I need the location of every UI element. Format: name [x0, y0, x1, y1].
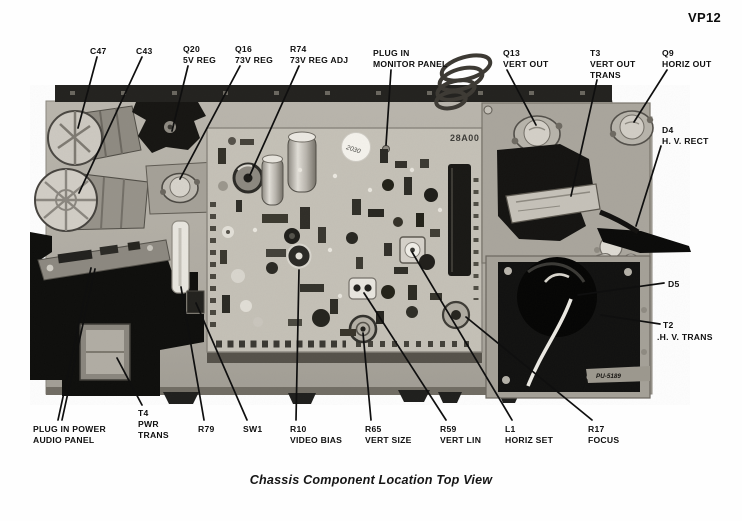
callout-monitor: PLUG IN — [373, 48, 410, 58]
callout-c47: C47 — [90, 46, 107, 56]
callout-t3-desc2: TRANS — [590, 70, 621, 80]
leader-d5 — [577, 282, 665, 296]
sticker-note-text: 2030 — [344, 144, 361, 156]
callout-t4: T4 — [138, 408, 149, 418]
leader-r59 — [363, 292, 447, 421]
leader-c43 — [78, 56, 143, 194]
model-number: VP12 — [688, 10, 721, 25]
pot-r74 — [232, 162, 264, 194]
callout-t3: T3 — [590, 48, 601, 58]
leader-t3 — [570, 79, 598, 197]
inspection-sticker: 2030 — [341, 132, 371, 162]
callout-t2: T2 — [663, 320, 674, 330]
regulator-q16 — [145, 161, 217, 215]
callout-monitor-desc: MONITOR PANEL — [373, 59, 448, 69]
spring — [434, 53, 493, 111]
pcb-heatsink-bar — [448, 164, 471, 276]
figure-caption: Chassis Component Location Top View — [250, 473, 494, 487]
leader-d4 — [635, 145, 662, 227]
callout-r59-desc: VERT LIN — [440, 435, 481, 445]
callout-d5: D5 — [668, 279, 680, 289]
leader-r74 — [249, 65, 300, 176]
callout-d4-desc: H. V. RECT — [662, 136, 709, 146]
callout-q13: Q13 — [503, 48, 520, 58]
pcb-stamp-text: 28A00 — [450, 133, 480, 143]
callout-r65-desc: VERT SIZE — [365, 435, 412, 445]
callout-t2-desc: .H. V. TRANS — [657, 332, 713, 342]
power-transformer-t4 — [79, 323, 131, 381]
callout-l1-desc: HORIZ SET — [505, 435, 554, 445]
callout-d4: D4 — [662, 125, 674, 135]
chassis-rear-rail — [55, 85, 612, 102]
right-output-plate — [481, 102, 691, 293]
callout-r10: R10 — [290, 424, 307, 434]
leader-q13 — [506, 69, 537, 126]
leader-r79 — [180, 286, 205, 421]
pcb-small-components — [218, 137, 443, 336]
leader-audio-2 — [61, 268, 96, 421]
pot-r10 — [286, 243, 312, 269]
callout-sw1: SW1 — [243, 424, 262, 434]
callout-q20-desc: 5V REG — [183, 55, 216, 65]
pcb-shadow — [207, 350, 482, 363]
callout-q16: Q16 — [235, 44, 252, 54]
callout-t3-desc: VERT OUT — [590, 59, 636, 69]
callout-r79: R79 — [198, 424, 215, 434]
monitor-panel-pcb: 2030 28A00 — [206, 127, 483, 353]
audio-panel-board — [37, 239, 171, 281]
callout-labels: VP12 C47 C43 Q20 5V REG Q16 73V REG R74 … — [33, 10, 721, 445]
pcb-electrolytic-caps — [261, 131, 317, 206]
leader-l1 — [411, 251, 513, 421]
callout-t4-desc2: TRANS — [138, 430, 169, 440]
plate-stamp-text: PU-5189 — [596, 373, 621, 380]
leader-r10 — [295, 269, 300, 421]
leader-q20 — [171, 65, 189, 132]
hv-lead-wire — [526, 298, 573, 387]
chassis-photo: 2030 28A00 — [30, 53, 691, 404]
callout-q20: Q20 — [183, 44, 200, 54]
switch-sw1 — [186, 290, 205, 314]
left-shadow-area — [30, 232, 204, 396]
leader-lines — [57, 56, 668, 421]
callout-q13-desc: VERT OUT — [503, 59, 549, 69]
front-lip — [46, 387, 650, 395]
coil-l1 — [399, 236, 426, 264]
hv-cage-t2: PU-5189 — [485, 255, 651, 399]
capacitor-c47 — [47, 105, 142, 166]
callout-audio-desc: AUDIO PANEL — [33, 435, 94, 445]
callout-q9-desc: HORIZ OUT — [662, 59, 712, 69]
leader-monitor — [385, 69, 392, 146]
callout-r59: R59 — [440, 424, 457, 434]
leader-r17 — [465, 316, 593, 421]
callout-q9: Q9 — [662, 48, 674, 58]
callout-r65: R65 — [365, 424, 382, 434]
capacitor-c43 — [34, 168, 149, 232]
callout-q16-desc: 73V REG — [235, 55, 273, 65]
leader-sw1 — [195, 302, 248, 421]
callout-r17-desc: FOCUS — [588, 435, 619, 445]
callout-audio: PLUG IN POWER — [33, 424, 107, 434]
callout-c43: C43 — [136, 46, 153, 56]
vert-output-transformer-t3 — [497, 144, 601, 241]
leader-c47 — [77, 56, 98, 129]
leader-t4 — [116, 357, 143, 406]
leader-q9 — [633, 69, 668, 123]
trimmer-r59 — [348, 277, 377, 300]
leader-audio-1 — [57, 267, 92, 421]
leader-q16 — [179, 65, 241, 180]
callout-r17: R17 — [588, 424, 605, 434]
pot-r17 — [441, 300, 471, 330]
callout-r74-desc: 73V REG ADJ — [290, 55, 348, 65]
callout-t4-desc: PWR — [138, 419, 159, 429]
callout-r10-desc: VIDEO BIAS — [290, 435, 342, 445]
leader-t2 — [600, 314, 661, 325]
callout-r74: R74 — [290, 44, 307, 54]
leader-r65 — [362, 332, 372, 421]
transistor-q9 — [609, 110, 654, 146]
callout-l1: L1 — [505, 424, 516, 434]
